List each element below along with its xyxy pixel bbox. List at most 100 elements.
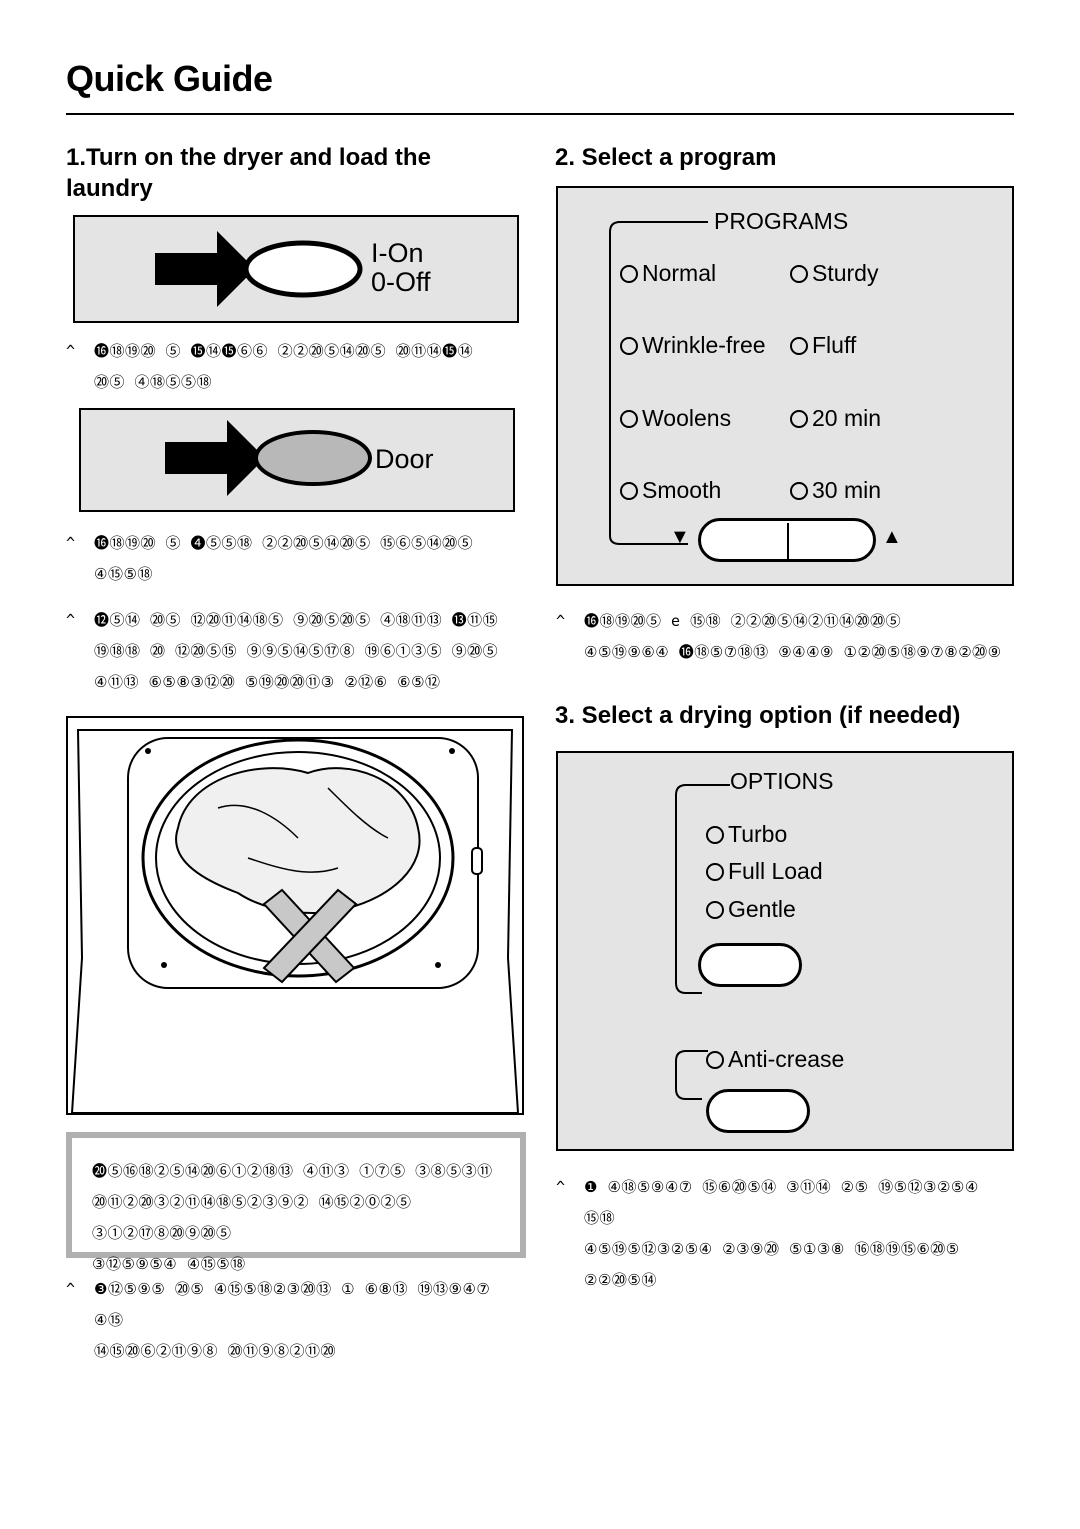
instruction-2-line1: ⓰⑱⑲⑳ ⑤ ❹⑤⑤⑱ ②②⑳⑤⑭⑳⑤ ⑮⑥⑤⑭⑳⑤ bbox=[94, 534, 474, 552]
dryer-drum-image bbox=[70, 729, 520, 1114]
instruction-3: ^ ⓬⑤⑭ ⑳⑤ ⑫⑳⑪⑭⑱⑤ ⑨⑳⑤⑳⑤ ④⑱⑪⑬ ⓭⑪⑮ ⑲⑱⑱ ⑳ ⑫⑳⑤… bbox=[66, 605, 534, 698]
instruction-2-line2: ④⑮⑤⑱ bbox=[94, 565, 153, 583]
door-illustration bbox=[165, 420, 372, 496]
radio-circle-icon bbox=[706, 825, 724, 844]
instruction-3-line1: ⓬⑤⑭ ⑳⑤ ⑫⑳⑪⑭⑱⑤ ⑨⑳⑤⑳⑤ ④⑱⑪⑬ ⓭⑪⑮ bbox=[94, 611, 499, 629]
radio-circle-icon bbox=[790, 336, 808, 355]
radio-circle-icon bbox=[790, 481, 808, 500]
instruction-1-line2: ⑳⑤ ④⑱⑤⑤⑱ bbox=[94, 373, 213, 391]
bullet-icon: ^ bbox=[66, 1280, 76, 1298]
program-instruction-line2: ④⑤⑲⑨⑥④ ⓰⑱⑤⑦⑱⑬ ⑨④④⑨ ①②⑳⑤⑱⑨⑦⑧②⑳⑨ bbox=[584, 643, 1002, 661]
bullet-icon: ^ bbox=[66, 534, 76, 552]
arrow-right-icon bbox=[165, 420, 265, 496]
page-title: Quick Guide bbox=[66, 58, 273, 99]
laundry-pile bbox=[175, 767, 421, 914]
instruction-4-line1: ❸⑫⑤⑨⑤ ⑳⑤ ④⑮⑤⑱②③⑳⑬ ① ⑥⑧⑬ ⑲⑬⑨④⑦ ④⑮ bbox=[94, 1280, 491, 1329]
program-30min[interactable]: 30 min bbox=[790, 477, 881, 504]
bullet-icon: ^ bbox=[66, 611, 76, 629]
warning-line2: ⑳⑪②⑳③②⑪⑭⑱⑤②③⑨② ⑭⑮②⓪②⑤ ③①②⑰⑧⑳⑨⑳⑤ bbox=[92, 1193, 412, 1242]
warning-line1: ⓴⑤⑯⑱②⑤⑭⑳⑥①②⑱⑬ ④⑪③ ①⑦⑤ ③⑧⑤③⑪ bbox=[92, 1162, 493, 1180]
program-smooth[interactable]: Smooth bbox=[620, 477, 721, 504]
instruction-1-line1: ⓰⑱⑲⑳ ⑤ ⓯⑭⓯⑥⑥ ②②⑳⑤⑭⑳⑤ ⑳⑪⑭⓯⑭ bbox=[94, 342, 474, 360]
option-full-load[interactable]: Full Load bbox=[706, 858, 823, 885]
radio-circle-icon bbox=[620, 336, 638, 355]
option-instruction-line2: ④⑤⑲⑤⑫③②⑤④ ②③⑨⑳ ⑤①③⑧ ⑯⑱⑲⑮⑥⑳⑤ bbox=[584, 1240, 960, 1258]
program-instruction: ^ ⓰⑱⑲⑳⑤ e ⑮⑱ ②②⑳⑤⑭②⑪⑭⑳⑳⑤ ④⑤⑲⑨⑥④ ⓰⑱⑤⑦⑱⑬ ⑨… bbox=[556, 606, 1004, 668]
option-instruction-line1: ❶ ④⑱⑤⑨④⑦ ⑮⑥⑳⑤⑭ ③⑪⑭ ②⑤ ⑲⑤⑫③②⑤④ ⑮⑱ bbox=[584, 1178, 979, 1227]
on-label: I-On bbox=[371, 238, 424, 268]
instruction-1: ^ ⓰⑱⑲⑳ ⑤ ⓯⑭⓯⑥⑥ ②②⑳⑤⑭⑳⑤ ⑳⑪⑭⓯⑭ ⑳⑤ ④⑱⑤⑤⑱ bbox=[66, 336, 514, 398]
down-arrow-icon: ▼ bbox=[670, 526, 690, 548]
section3-heading: 3. Select a drying option (if needed) bbox=[555, 702, 961, 729]
program-20min[interactable]: 20 min bbox=[790, 405, 881, 432]
program-sturdy-label: Sturdy bbox=[812, 260, 879, 286]
instruction-4-line2: ⑭⑮⑳⑥②⑪⑨⑧ ⑳⑪⑨⑧②⑪⑳ bbox=[94, 1342, 337, 1360]
anticrease-button[interactable] bbox=[706, 1089, 810, 1133]
program-wrinkle-free[interactable]: Wrinkle-free bbox=[620, 332, 766, 359]
option-gentle-label: Gentle bbox=[728, 896, 796, 922]
option-turbo[interactable]: Turbo bbox=[706, 821, 787, 848]
radio-circle-icon bbox=[620, 481, 638, 500]
bullet-icon: ^ bbox=[556, 612, 566, 630]
radio-circle-icon bbox=[790, 264, 808, 283]
program-instruction-line1: ⓰⑱⑲⑳⑤ e ⑮⑱ ②②⑳⑤⑭②⑪⑭⑳⑳⑤ bbox=[584, 612, 902, 630]
section1-heading-line1: 1.Turn on the dryer and load the bbox=[66, 144, 431, 171]
option-gentle[interactable]: Gentle bbox=[706, 896, 796, 923]
warning-text: ⓴⑤⑯⑱②⑤⑭⑳⑥①②⑱⑬ ④⑪③ ①⑦⑤ ③⑧⑤③⑪ ⑳⑪②⑳③②⑪⑭⑱⑤②③… bbox=[92, 1156, 512, 1280]
option-instruction: ^ ❶ ④⑱⑤⑨④⑦ ⑮⑥⑳⑤⑭ ③⑪⑭ ②⑤ ⑲⑤⑫③②⑤④ ⑮⑱ ④⑤⑲⑤⑫… bbox=[556, 1172, 1004, 1296]
anticrease-bracket bbox=[675, 1050, 708, 1100]
section1-heading: 1.Turn on the dryer and load the laundry bbox=[66, 142, 506, 204]
onoff-button bbox=[243, 240, 363, 298]
programs-label: PROGRAMS bbox=[714, 208, 849, 234]
program-smooth-label: Smooth bbox=[642, 477, 722, 503]
program-selector-button[interactable] bbox=[698, 518, 876, 562]
dryer-illustration bbox=[66, 716, 524, 1115]
instruction-3-line2: ⑲⑱⑱ ⑳ ⑫⑳⑤⑮ ⑨⑨⑤⑭⑤⑰⑧ ⑲⑥①③⑤ ⑨⑳⑤ bbox=[94, 642, 499, 660]
options-label: OPTIONS bbox=[730, 768, 834, 794]
options-button[interactable] bbox=[698, 943, 802, 987]
section1-heading-line2: laundry bbox=[66, 175, 153, 202]
door-label: Door bbox=[375, 444, 434, 474]
program-fluff[interactable]: Fluff bbox=[790, 332, 856, 359]
bullet-icon: ^ bbox=[556, 1178, 566, 1196]
radio-circle-icon bbox=[620, 264, 638, 283]
program-wrinkle-free-label: Wrinkle-free bbox=[642, 332, 766, 358]
programs-bracket bbox=[609, 221, 708, 545]
instruction-2: ^ ⓰⑱⑲⑳ ⑤ ❹⑤⑤⑱ ②②⑳⑤⑭⑳⑤ ⑮⑥⑤⑭⑳⑤ ④⑮⑤⑱ bbox=[66, 528, 514, 590]
program-fluff-label: Fluff bbox=[812, 332, 857, 358]
x-mark-icon bbox=[262, 888, 358, 984]
program-30min-label: 30 min bbox=[812, 477, 882, 503]
program-sturdy[interactable]: Sturdy bbox=[790, 260, 878, 287]
radio-circle-icon bbox=[706, 1050, 724, 1069]
door-button bbox=[254, 430, 372, 486]
programs-panel: PROGRAMS Normal Sturdy Wrinkle-free Fluf… bbox=[556, 186, 1014, 586]
off-label: 0-Off bbox=[371, 267, 431, 297]
options-bracket bbox=[675, 784, 730, 994]
radio-circle-icon bbox=[790, 409, 808, 428]
option-anti-crease-label: Anti-crease bbox=[728, 1046, 845, 1072]
door-panel: Door bbox=[79, 408, 515, 512]
program-normal[interactable]: Normal bbox=[620, 260, 716, 287]
instruction-4: ^ ❸⑫⑤⑨⑤ ⑳⑤ ④⑮⑤⑱②③⑳⑬ ① ⑥⑧⑬ ⑲⑬⑨④⑦ ④⑮ ⑭⑮⑳⑥②… bbox=[66, 1274, 524, 1367]
program-20min-label: 20 min bbox=[812, 405, 882, 431]
onoff-illustration bbox=[155, 231, 363, 307]
option-full-load-label: Full Load bbox=[728, 858, 823, 884]
up-arrow-icon: ▲ bbox=[882, 526, 902, 548]
option-instruction-line3: ②②⑳⑤⑭ bbox=[584, 1271, 657, 1289]
option-anti-crease[interactable]: Anti-crease bbox=[706, 1046, 844, 1073]
arrow-right-icon bbox=[155, 231, 255, 307]
selector-divider bbox=[787, 523, 789, 559]
option-turbo-label: Turbo bbox=[728, 821, 788, 847]
warning-line3: ③⑫⑤⑨⑤④ ④⑮⑤⑱ bbox=[92, 1255, 246, 1273]
radio-circle-icon bbox=[706, 862, 724, 881]
instruction-3-line3: ④⑪⑬ ⑥⑤⑧③⑫⑳ ⑤⑲⑳⑳⑪③ ②⑫⑥ ⑥⑤⑫ bbox=[94, 673, 441, 691]
program-woolens[interactable]: Woolens bbox=[620, 405, 731, 432]
program-normal-label: Normal bbox=[642, 260, 717, 286]
title-rule bbox=[66, 113, 1014, 115]
onoff-panel: I-On 0-Off bbox=[73, 215, 519, 323]
onoff-labels: I-On 0-Off bbox=[371, 239, 431, 297]
program-woolens-label: Woolens bbox=[642, 405, 732, 431]
section2-heading: 2. Select a program bbox=[555, 144, 777, 171]
warning-box: ⓴⑤⑯⑱②⑤⑭⑳⑥①②⑱⑬ ④⑪③ ①⑦⑤ ③⑧⑤③⑪ ⑳⑪②⑳③②⑪⑭⑱⑤②③… bbox=[66, 1132, 526, 1273]
radio-circle-icon bbox=[706, 900, 724, 919]
